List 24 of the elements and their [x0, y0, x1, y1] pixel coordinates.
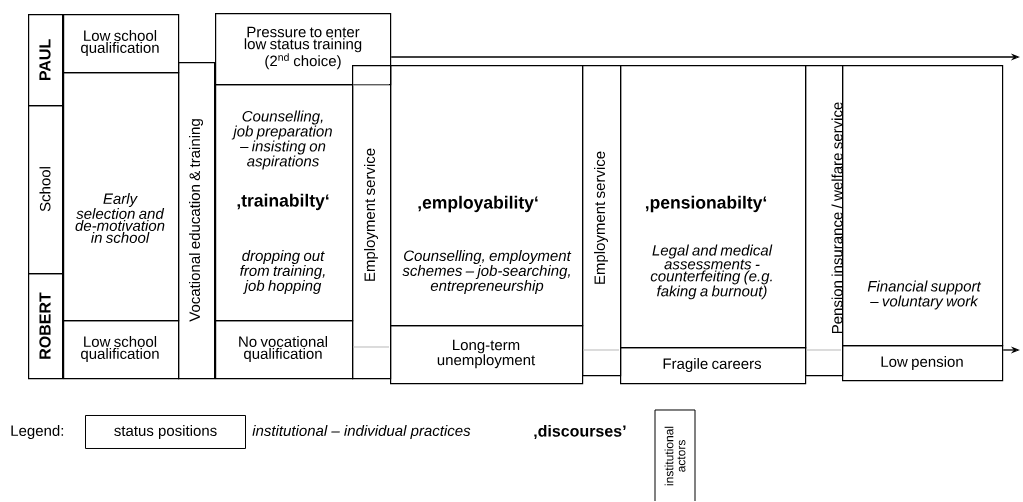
status-box: Long-term unemployment [390, 325, 584, 385]
stage-label-box: School [28, 105, 64, 275]
legend-text: institutional – individual practices [252, 425, 471, 439]
institution-bar: Employment service [352, 65, 392, 380]
institution-bar: Pension insurance / welfare service [805, 65, 844, 377]
legend-box: status positions [85, 415, 246, 449]
status-box: Low school qualification [63, 320, 180, 380]
practice-box: Financial support – voluntary work [842, 65, 1004, 347]
practice-box: ‚pensionabilty‘ Legal and medical assessments - counterfeiting (e.g. faking a burnout) [620, 65, 807, 349]
status-box: Low pension [842, 345, 1004, 382]
person-label-box: PAUL [28, 14, 64, 107]
practice-box: Counselling, job preparation – insisting on aspirations ‚trainabilty‘ dropping out from training, job hopping [215, 84, 354, 322]
institution-bar: Vocational education & training [178, 62, 216, 380]
legend-bar: institutional actors [654, 409, 696, 502]
status-box: Fragile careers [620, 347, 807, 385]
status-box: Pressure to enter low status training (2$^{nd}$ choice) [215, 13, 392, 86]
legend-text: ‚discourses’ [534, 424, 626, 440]
institution-bar: Employment service [582, 65, 622, 377]
person-label-box: ROBERT [28, 273, 64, 380]
legend-title: Legend: [11, 425, 64, 439]
status-box: No vocational qualification [215, 320, 354, 380]
status-box: Low school qualification [63, 14, 180, 74]
practice-box: Early selection and de-motivation in school [63, 72, 180, 322]
practice-box: ‚employability‘ Counselling, employment schemes – job-searching, entrepreneurship [390, 65, 584, 327]
